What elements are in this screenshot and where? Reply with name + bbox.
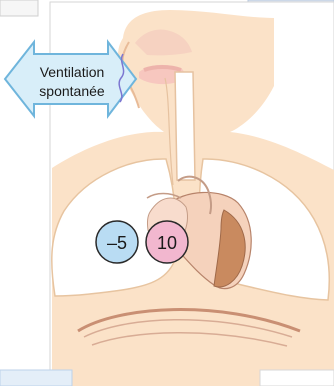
pressure-pink-value: 10: [157, 233, 177, 253]
arrow-label-line2: spontanée: [39, 83, 105, 99]
bottom-frame-left: [0, 370, 72, 386]
bottom-frame-right: [260, 370, 334, 386]
arrow-label-line1: Ventilation: [40, 64, 105, 80]
trachea: [175, 72, 195, 180]
pressure-blue-value: –5: [107, 233, 127, 253]
top-left-frame: [0, 0, 38, 16]
